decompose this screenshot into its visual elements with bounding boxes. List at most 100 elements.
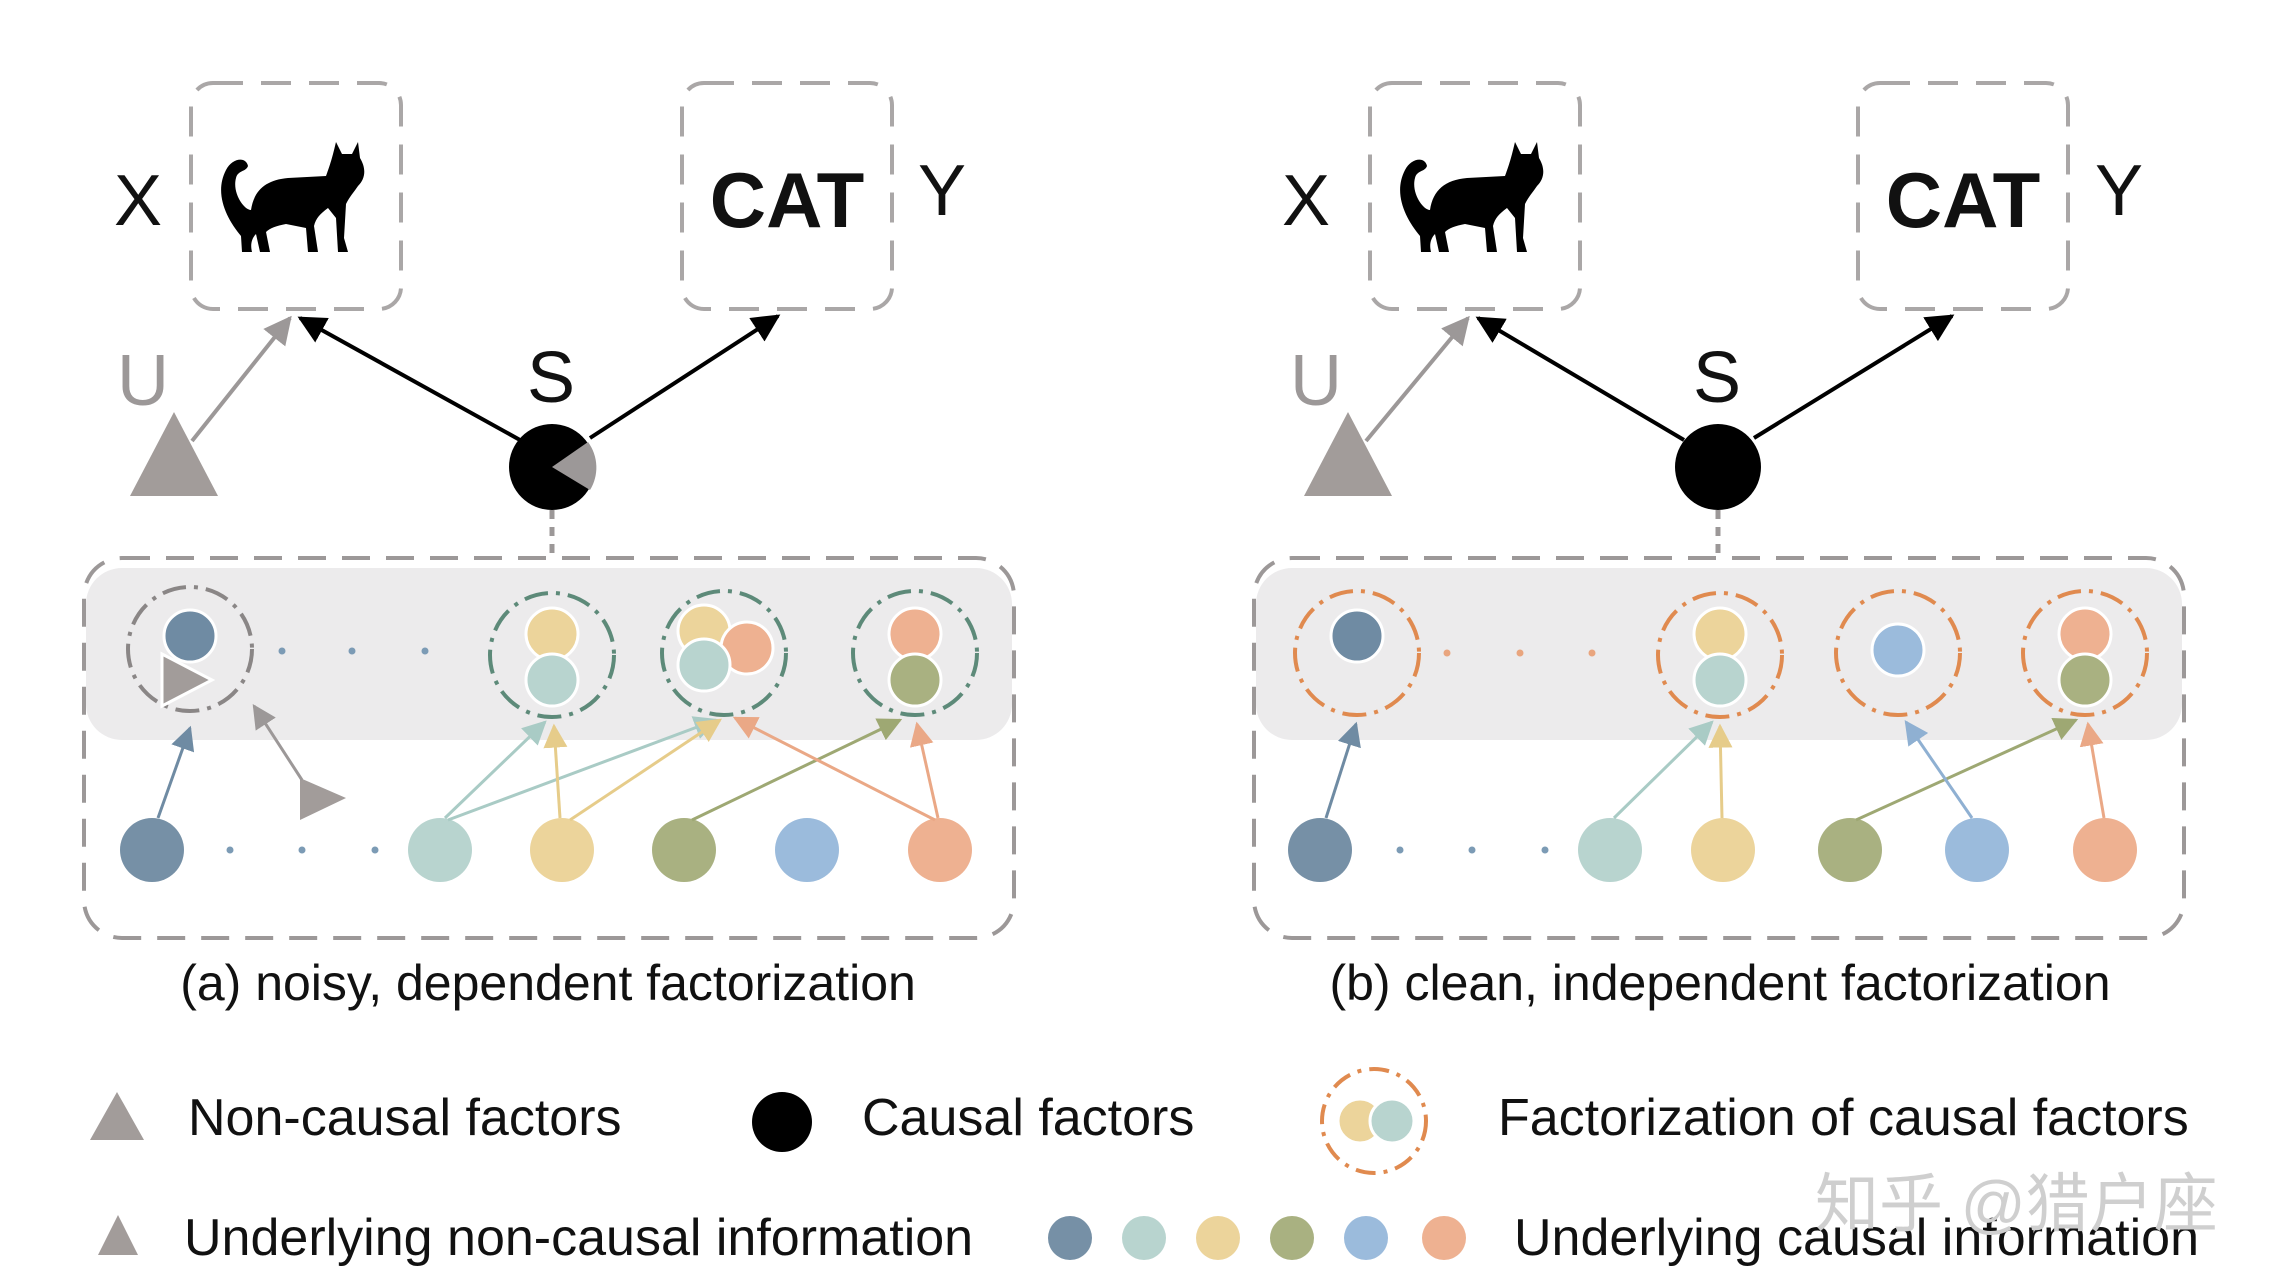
arrow [1612,720,1714,820]
latent-panel-b [1252,556,2186,940]
factor-ring-1 [1293,589,1421,717]
mint-info [1578,818,1642,882]
slate-factor [162,608,218,664]
circle-icon [752,1092,812,1152]
caption-a: (a) noisy, dependent factorization [180,955,916,1011]
triangle-icon [300,778,346,820]
dot [1588,649,1596,657]
arrow-u-to-x-b [1364,315,1470,443]
y-label-a: Y [918,151,966,231]
salmon-info [1422,1216,1466,1260]
s-label-b: S [1693,338,1741,418]
triangle-icon [1304,412,1392,496]
salmon-info [908,818,972,882]
dot [1396,846,1404,854]
arrow [447,716,719,822]
x-label-b: X [1282,161,1330,241]
factor-ring-4 [2021,589,2149,717]
factor-ring-4 [851,589,979,717]
arrow [1708,723,1733,819]
slate-factor [1329,608,1385,664]
salmon-factor [887,606,943,662]
arrow-s-to-y-b [1752,314,1955,440]
triangle-icon [98,1215,138,1255]
arrow [691,718,903,822]
olive-info [1270,1216,1314,1260]
slate-info [120,818,184,882]
cat-silhouette-icon [221,142,365,252]
sand-factor [524,606,580,662]
olive-factor [2057,652,2113,708]
legend-causal: Causal factors [862,1089,1194,1147]
cat-silhouette-icon [1400,142,1544,252]
dot [421,647,429,655]
sky-info [775,818,839,882]
slate-info [1048,1216,1092,1260]
y-box-b [1856,81,2070,311]
sand-info [1691,818,1755,882]
x-box-a [189,81,403,311]
olive-factor [887,652,943,708]
arrow [156,725,195,819]
factor-ring-2 [488,591,616,719]
diagram-a: X CAT Y U S [82,81,1016,1011]
factor-ring-1 [126,585,254,713]
arrow-s-to-x-b [1475,316,1686,442]
u-label-b: U [1290,341,1342,421]
y-text-b: CAT [1886,156,2041,244]
pie-slice [552,442,597,490]
legend-factorization: Factorization of causal factors [1498,1089,2189,1147]
arrow [1855,718,2079,822]
arrow [732,716,936,822]
sand-info [530,818,594,882]
diagram-b: X CAT Y U S [1252,81,2186,1011]
arrow-s-to-y-a [588,314,781,440]
sky-info [1945,818,2009,882]
legend-underlying-non-causal: Underlying non-causal information [184,1209,973,1267]
circle-icon [1675,424,1761,510]
dot [1443,649,1451,657]
triangle-icon [160,651,216,709]
arrow [2079,721,2106,819]
mint-factor [676,637,732,693]
dot [298,846,306,854]
factorization-ring-icon [1320,1067,1428,1175]
legend-underlying-causal: Underlying causal information [1514,1209,2199,1267]
caption-b: (b) clean, independent factorization [1329,955,2110,1011]
arrow [543,723,568,819]
olive-info [1818,818,1882,882]
arrow-u-to-x-a [190,315,292,443]
salmon-info [2073,818,2137,882]
dot [278,647,286,655]
arrow [909,721,940,819]
sky-info [1344,1216,1388,1260]
legend: Non-causal factors Causal factors Factor… [90,1067,2199,1267]
arrow [443,720,547,820]
mint-factor [1368,1097,1416,1145]
dot [348,647,356,655]
triangle-icon [90,1092,144,1140]
factor-ring-3 [1834,589,1962,717]
arrow [569,718,722,822]
triangle-icon [130,412,218,496]
arrow-s-to-x-a [297,316,521,442]
u-label-a: U [117,341,169,421]
dot [226,846,234,854]
mint-factor [1692,652,1748,708]
sand-factor [1692,606,1748,662]
arrow [252,703,304,781]
arrow [1324,721,1361,819]
dot [1468,846,1476,854]
factor-ring-2 [1656,591,1784,719]
x-label-a: X [114,161,162,241]
y-label-b: Y [2095,151,2143,231]
arrow [1904,720,1974,819]
sand-info [1196,1216,1240,1260]
watermark: 知乎 @猎户座 [1815,1168,2218,1240]
mint-factor [524,652,580,708]
y-box-a [680,81,894,311]
x-box-b [1368,81,1582,311]
mint-info [408,818,472,882]
slate-info [1288,818,1352,882]
